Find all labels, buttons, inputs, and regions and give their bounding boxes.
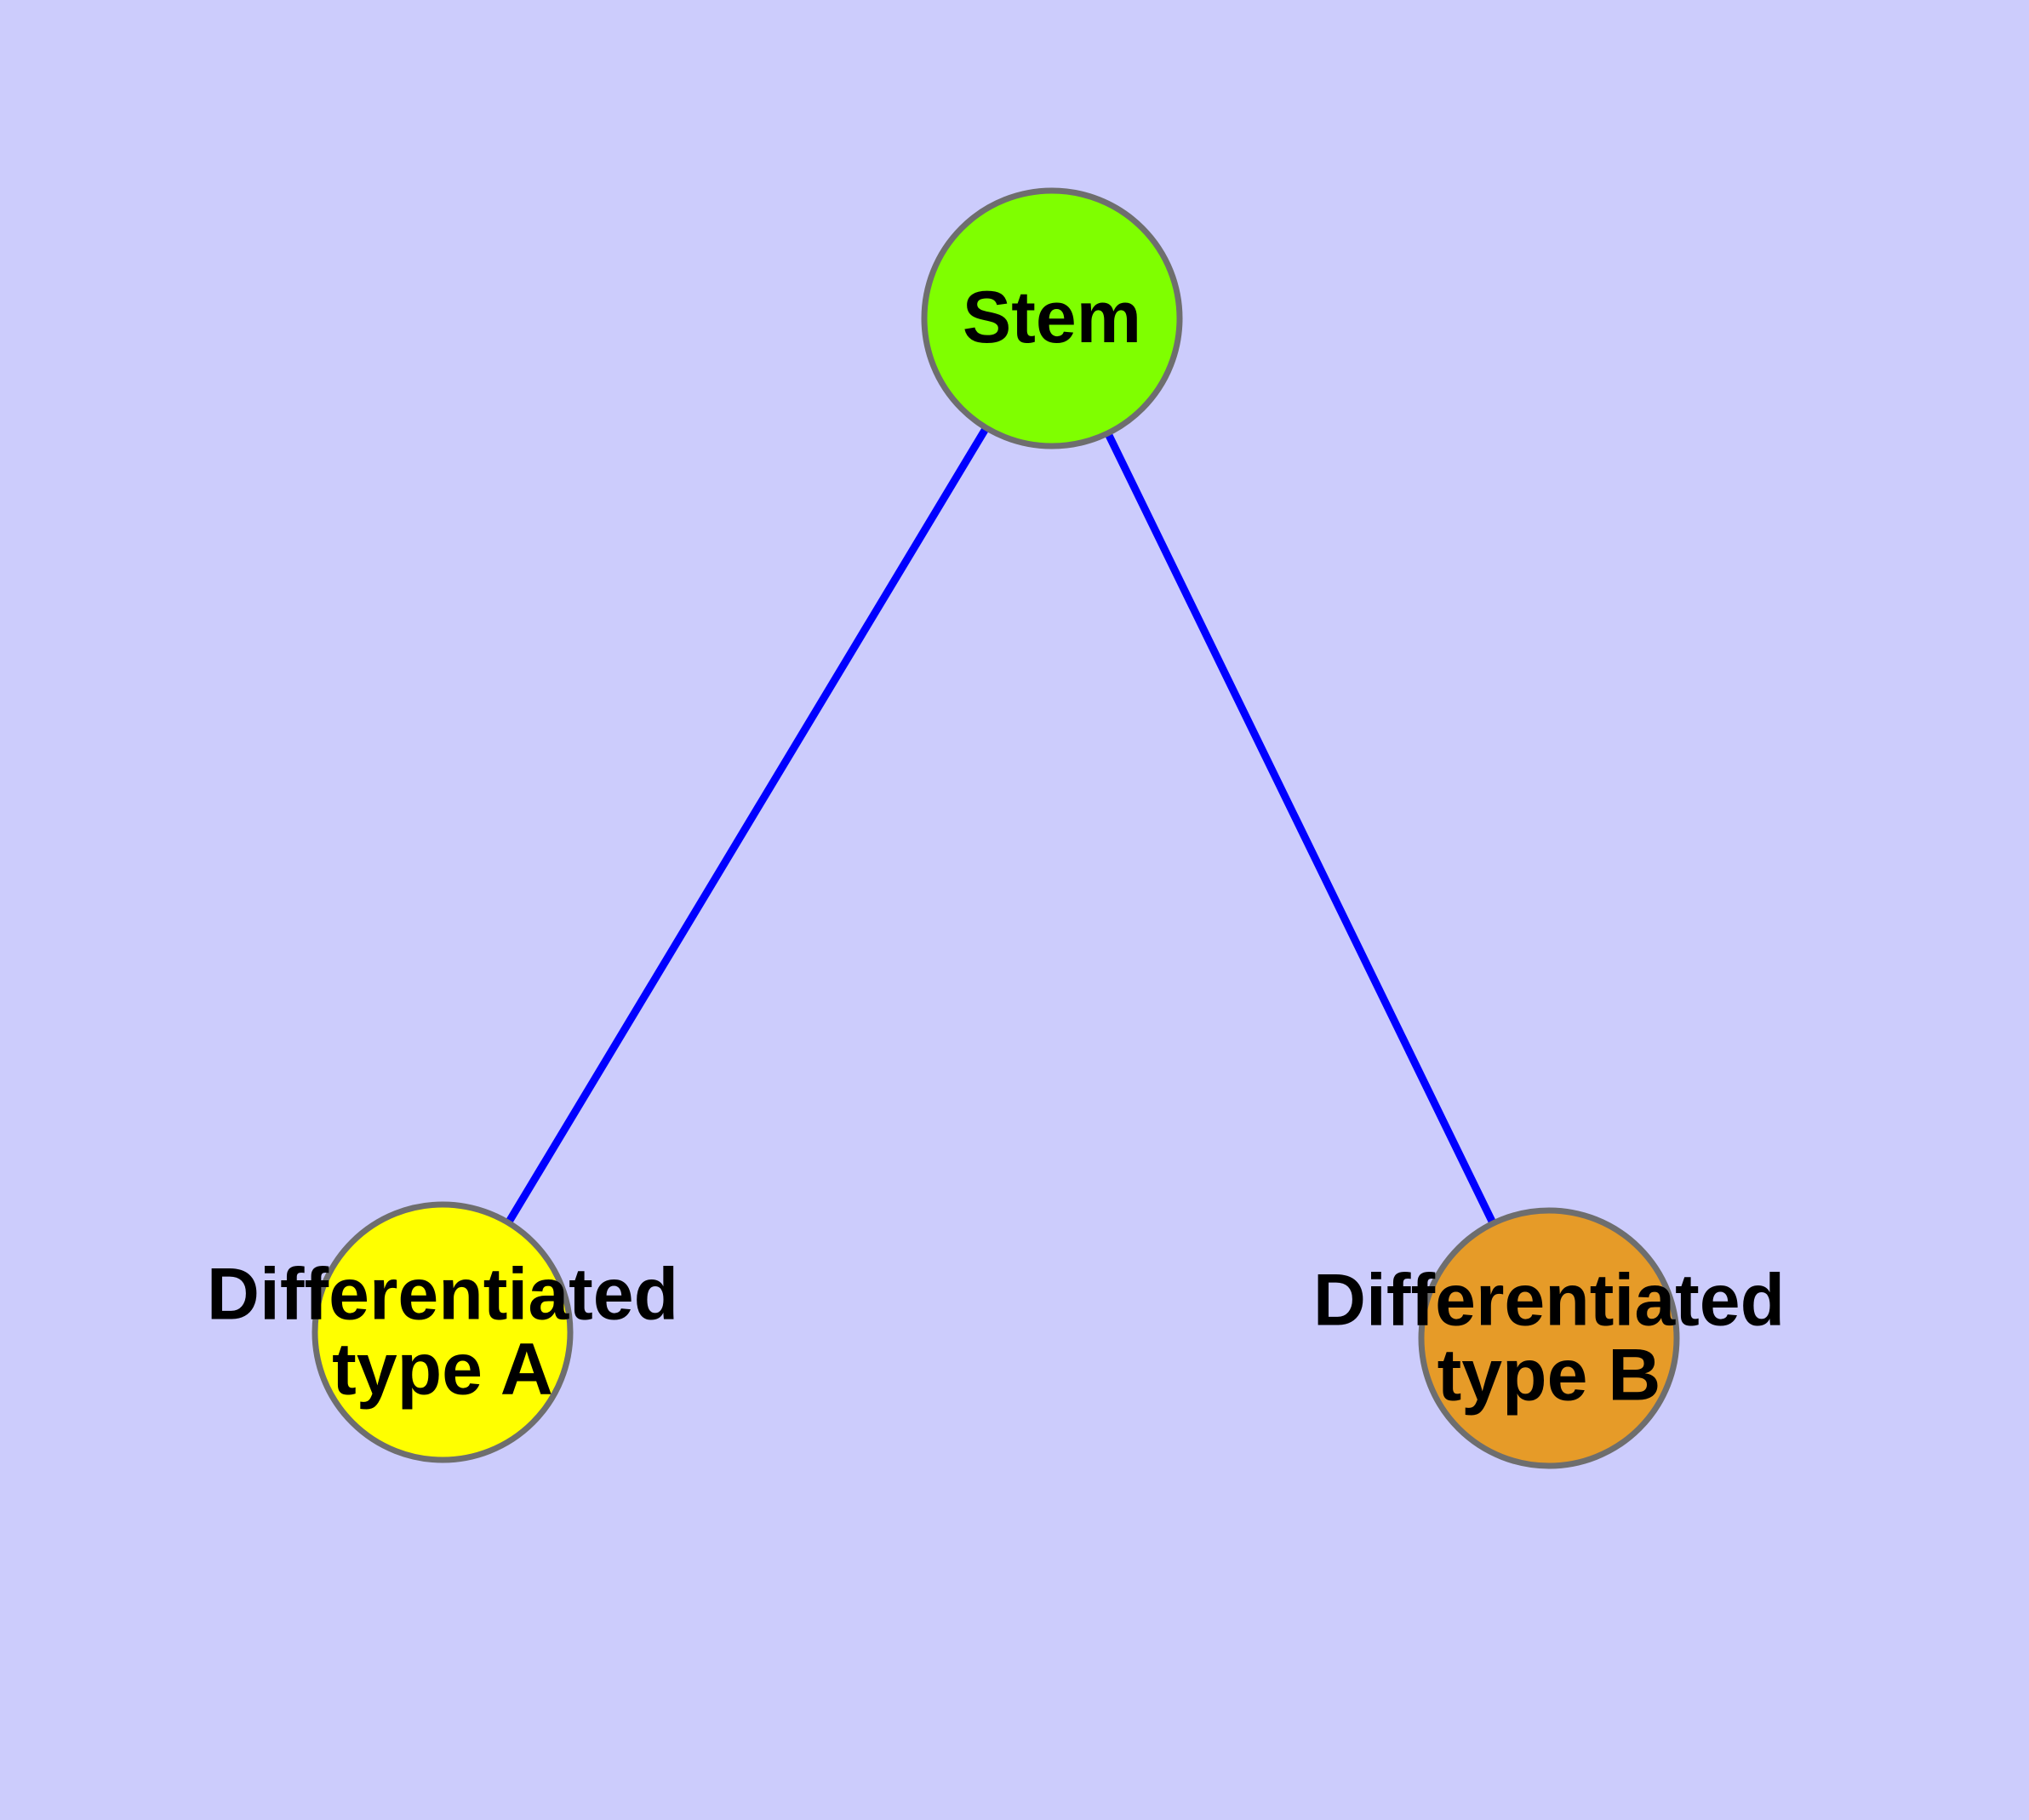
edge-stem-to-diff-b bbox=[1105, 432, 1496, 1224]
edge-layer bbox=[506, 426, 1496, 1224]
node-stem[interactable] bbox=[921, 187, 1183, 449]
edge-stem-to-diff-a bbox=[506, 426, 989, 1224]
node-diff-b[interactable] bbox=[1418, 1207, 1680, 1469]
node-layer bbox=[311, 187, 1680, 1469]
node-diff-a[interactable] bbox=[311, 1201, 574, 1463]
